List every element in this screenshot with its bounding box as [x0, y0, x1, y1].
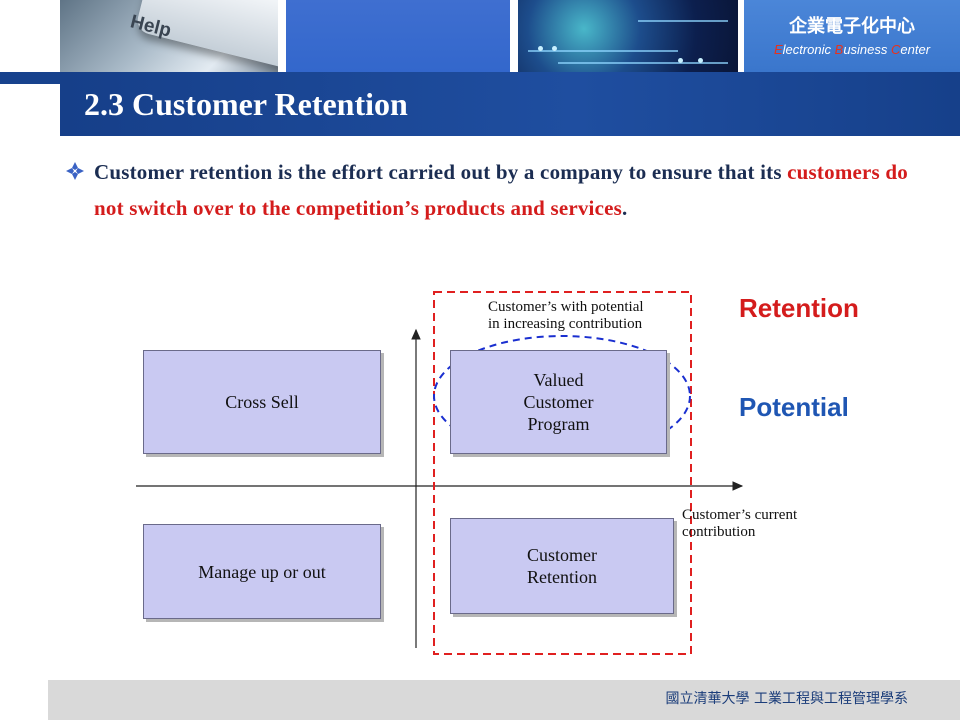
bullet-text-highlight: customers do not switch over to the comp… [94, 160, 908, 220]
circuit-board-image [518, 0, 738, 72]
y-axis-label: Customer’s with potential in increasing … [488, 299, 644, 332]
diamond-bullet-icon [66, 162, 84, 180]
quadrant-cross-sell: Cross Sell [143, 350, 381, 454]
bullet-text-part3: . [622, 196, 628, 220]
retention-dashed-frame [433, 291, 692, 655]
quadrant-customer-retention: Customer Retention [450, 518, 674, 614]
slide-title: 2.3 Customer Retention [84, 86, 408, 122]
blue-banner-panel [286, 0, 510, 72]
bullet-text-part1: Customer retention is the effort carried… [94, 160, 788, 184]
keyboard-help-key-image [60, 0, 278, 72]
title-bar-notch-stripe [0, 72, 60, 84]
quadrant-valued-customer-program: Valued Customer Program [450, 350, 667, 454]
footer-department: 國立清華大學 工業工程與工程管理學系 [665, 691, 908, 707]
x-axis-label: Customer’s current contribution [682, 507, 798, 540]
potential-dashed-ellipse [433, 335, 691, 457]
bullet-paragraph: Customer retention is the effort carried… [94, 154, 924, 226]
quadrant-manage-up-or-out: Manage up or out [143, 524, 381, 619]
legend-retention: Retention [739, 293, 859, 323]
title-bar [0, 72, 960, 136]
org-name-panel [744, 0, 960, 72]
org-name-chinese: 企業電子化中心 [789, 16, 915, 37]
org-name-english: Electronic Business Center [773, 42, 931, 57]
header-banner: Help 企業電子化中心 Electronic Business Center [0, 0, 960, 72]
footer-bar [48, 680, 960, 720]
legend-potential: Potential [739, 392, 849, 422]
